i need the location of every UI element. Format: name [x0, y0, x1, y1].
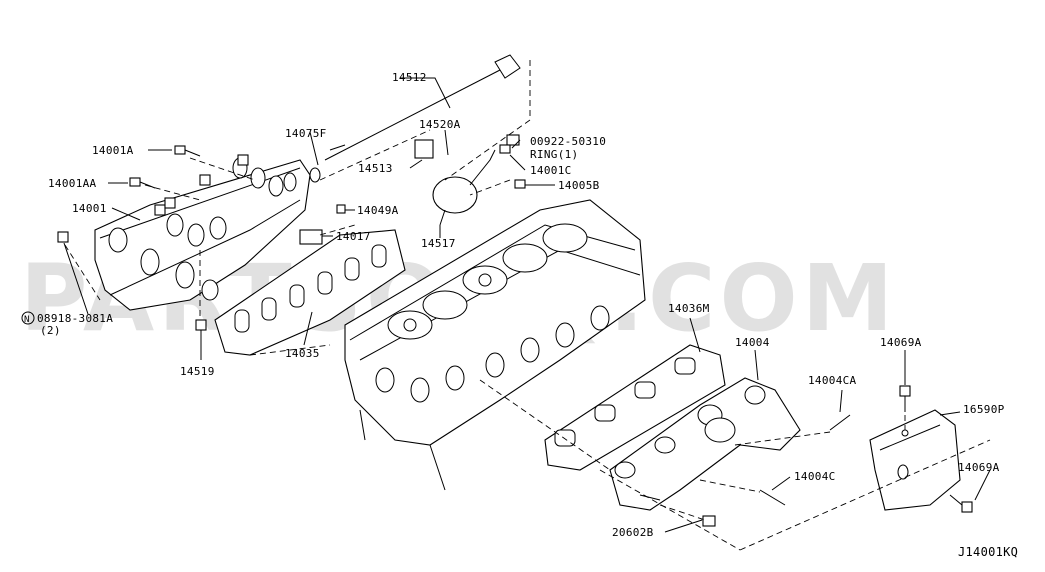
reference-lines — [64, 60, 991, 551]
cylinder-head — [344, 199, 646, 491]
label-14001A: 14001A — [92, 144, 134, 157]
label-14520A: 14520A — [419, 118, 461, 131]
exhaust-manifold — [609, 377, 801, 511]
label-14513: 14513 — [358, 162, 393, 175]
label-14001AA: 14001AA — [48, 177, 97, 190]
label-16590P: 16590P — [963, 403, 1005, 416]
label-14512: 14512 — [392, 71, 427, 84]
label-14517: 14517 — [421, 237, 456, 250]
label-14004CA: 14004CA — [808, 374, 857, 387]
dipstick-tube — [309, 54, 521, 183]
label-00922-50310: 00922-50310 — [530, 135, 606, 148]
label-20602B: 20602B — [612, 526, 654, 539]
nut-marker-symbol: N — [24, 315, 30, 325]
part-labels: 14512 14075F 14520A 00922-50310 RING(1) … — [21, 71, 1018, 559]
label-14035: 14035 — [285, 347, 320, 360]
label-14069A-top: 14069A — [880, 336, 922, 349]
label-14519: 14519 — [180, 365, 215, 378]
label-quantity-2: (2) — [40, 324, 61, 337]
label-14075F: 14075F — [285, 127, 327, 140]
exhaust-gasket — [544, 344, 726, 471]
label-14005B: 14005B — [558, 179, 600, 192]
bolts — [57, 134, 973, 527]
intake-manifold — [94, 154, 311, 311]
label-14049A: 14049A — [357, 204, 399, 217]
label-14001: 14001 — [72, 202, 107, 215]
label-14069A-right: 14069A — [958, 461, 1000, 474]
label-ring: RING(1) — [530, 148, 578, 161]
label-14004C: 14004C — [794, 470, 836, 483]
label-14036M: 14036M — [668, 302, 710, 315]
leader-lines — [63, 77, 991, 533]
label-08918-3081A: 08918-3081A — [37, 312, 113, 325]
diagram-code: J14001KQ — [958, 545, 1018, 559]
intake-gasket — [214, 229, 406, 356]
label-14004: 14004 — [735, 336, 770, 349]
egr-unit — [414, 139, 496, 226]
label-14001C: 14001C — [530, 164, 572, 177]
label-14017: 14017 — [336, 230, 371, 243]
nut-marker: N — [21, 311, 35, 325]
heat-shield — [869, 409, 961, 511]
